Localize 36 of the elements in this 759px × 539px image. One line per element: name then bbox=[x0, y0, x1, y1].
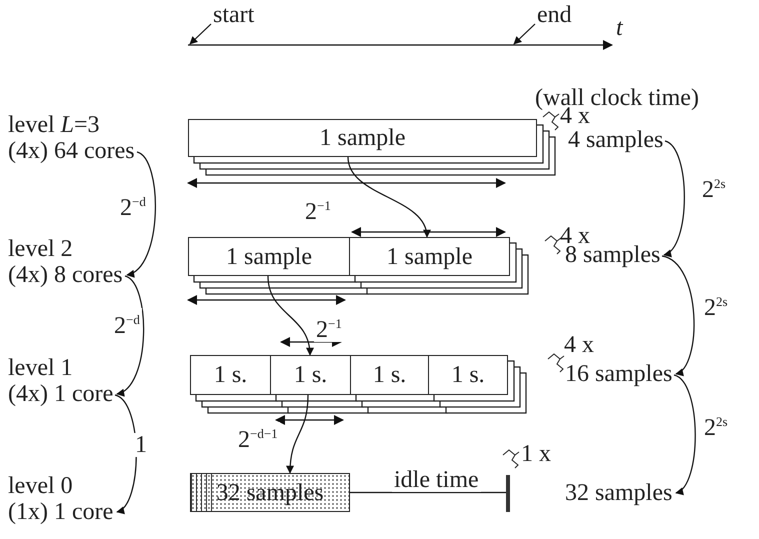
level-label: level 1 (4x) 1 core bbox=[8, 355, 114, 407]
leader-line bbox=[189, 24, 212, 45]
curved-arrow bbox=[126, 151, 156, 276]
level-label: level L=3 (4x) 64 cores bbox=[8, 112, 135, 164]
sample-box: 1 s. bbox=[270, 355, 351, 395]
copy-count: 1 x bbox=[521, 442, 551, 466]
curved-arrow bbox=[347, 156, 430, 238]
idle-time-line bbox=[350, 492, 506, 494]
sample-count-label: 16 samples bbox=[565, 361, 672, 387]
hatched-sample-box: 32 samples bbox=[190, 473, 350, 512]
curved-arrow bbox=[674, 374, 696, 494]
end-bar bbox=[506, 475, 510, 512]
curved-arrow bbox=[267, 276, 314, 356]
leader-text: end bbox=[537, 2, 572, 28]
axis-label: t bbox=[616, 16, 623, 40]
sample-box: 1 sample bbox=[188, 119, 537, 157]
curved-arrow bbox=[286, 394, 309, 474]
level-label: level 0 (1x) 1 core bbox=[8, 473, 114, 525]
sample-box: 1 sample bbox=[349, 237, 510, 276]
sample-count-label: 8 samples bbox=[565, 242, 660, 268]
level-label: level 2 (4x) 8 cores bbox=[8, 236, 123, 288]
curved-arrow bbox=[116, 275, 144, 395]
leader-line bbox=[513, 24, 536, 45]
curved-arrow bbox=[663, 140, 685, 256]
sample-box: 1 s. bbox=[350, 355, 429, 395]
sample-box: 1 s. bbox=[428, 355, 508, 395]
edge-label: 1 bbox=[133, 433, 149, 457]
edge-label: idle time bbox=[392, 468, 481, 492]
sample-box: 1 sample bbox=[188, 237, 350, 276]
curved-arrow bbox=[114, 394, 137, 513]
curved-arrow bbox=[662, 255, 695, 375]
leader-text: start bbox=[213, 2, 254, 28]
sample-count-label: 32 samples bbox=[565, 480, 672, 506]
sample-count-label: 4 samples bbox=[568, 127, 664, 153]
sample-box: 1 s. bbox=[190, 355, 271, 395]
copy-count: 4 x bbox=[564, 333, 594, 357]
